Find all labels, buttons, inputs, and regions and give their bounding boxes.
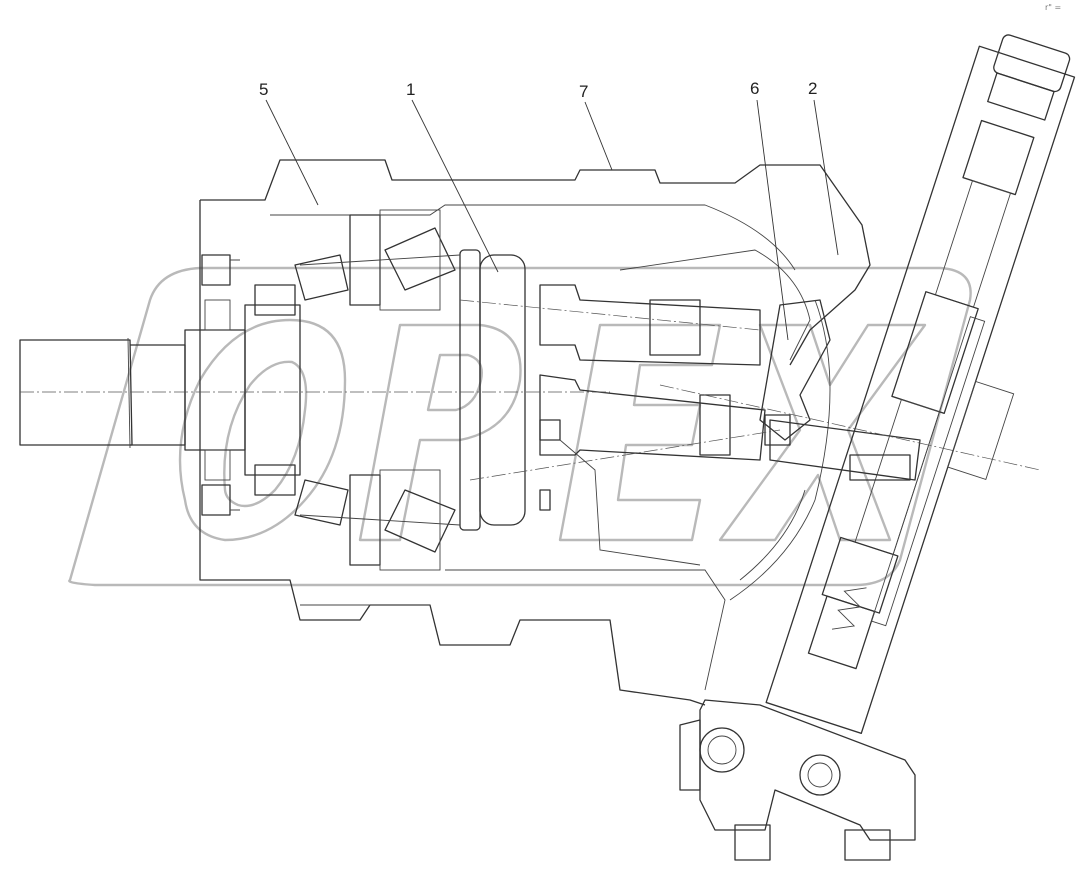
port-block xyxy=(679,699,916,861)
center-lines xyxy=(20,299,1041,481)
control-piston-rod xyxy=(769,419,921,481)
shaft-seal-assembly xyxy=(201,254,240,516)
callout-6-label: 6 xyxy=(750,79,759,98)
callout-2: 2 xyxy=(808,79,839,256)
corner-mark: r" = xyxy=(1045,3,1061,12)
callout-5-label: 5 xyxy=(259,80,268,99)
callout-6: 6 xyxy=(750,79,789,341)
drive-flange xyxy=(299,249,526,531)
callout-5: 5 xyxy=(259,80,319,206)
cylinder-block-pistons xyxy=(539,249,811,566)
callout-2-label: 2 xyxy=(808,79,817,98)
callout-1: 1 xyxy=(406,80,499,273)
motor-housing xyxy=(199,159,871,706)
output-shaft xyxy=(19,304,301,476)
callout-7: 7 xyxy=(579,82,613,171)
tapered-roller-bearings xyxy=(254,209,456,571)
callout-7-label: 7 xyxy=(579,82,588,101)
watermark-logo xyxy=(68,266,972,587)
control-valve-housing xyxy=(765,34,1076,735)
callout-1-label: 1 xyxy=(406,80,415,99)
port-plate xyxy=(729,299,831,601)
